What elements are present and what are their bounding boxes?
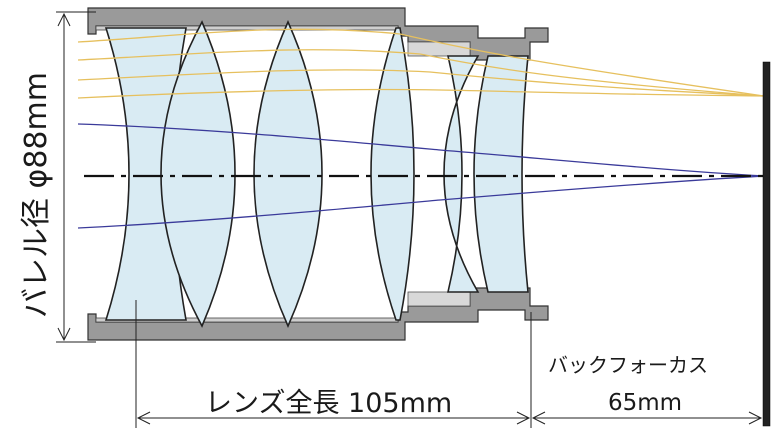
lens-element-6 <box>473 55 529 293</box>
ray-warm-4 <box>77 88 765 99</box>
lens-element-5 <box>443 55 480 293</box>
lens-elements <box>104 20 529 328</box>
barrel-diameter-dimension <box>56 11 96 343</box>
diameter-arrow-top <box>57 12 71 27</box>
length-arrow-left <box>136 411 151 425</box>
barrel-diameter-label: バレル径 φ88mm <box>19 72 54 318</box>
ray-cool-1 <box>77 123 765 177</box>
back-focus-title: バックフォーカス <box>548 353 708 377</box>
lens-length-label: レンズ全長 105mm <box>205 388 452 419</box>
sensor-plane <box>762 61 771 427</box>
ray-warm-2 <box>77 49 765 97</box>
backfocus-arrow-left <box>531 411 546 425</box>
lens-element-3 <box>253 20 323 328</box>
ray-cool-2 <box>77 175 765 229</box>
diameter-arrow-bottom <box>57 327 71 342</box>
length-arrow-right <box>516 411 531 425</box>
light-rays <box>77 28 765 229</box>
lens-element-2 <box>160 20 236 328</box>
lens-length-dimension <box>135 300 532 428</box>
ray-warm-3 <box>77 69 765 97</box>
backfocus-arrow-right <box>748 411 763 425</box>
ray-warm-1 <box>77 28 765 97</box>
lens-element-4 <box>370 27 415 321</box>
back-focus-dimension <box>531 411 763 425</box>
back-focus-value: 65mm <box>608 390 682 416</box>
rear-barrel-bottom <box>407 291 471 307</box>
